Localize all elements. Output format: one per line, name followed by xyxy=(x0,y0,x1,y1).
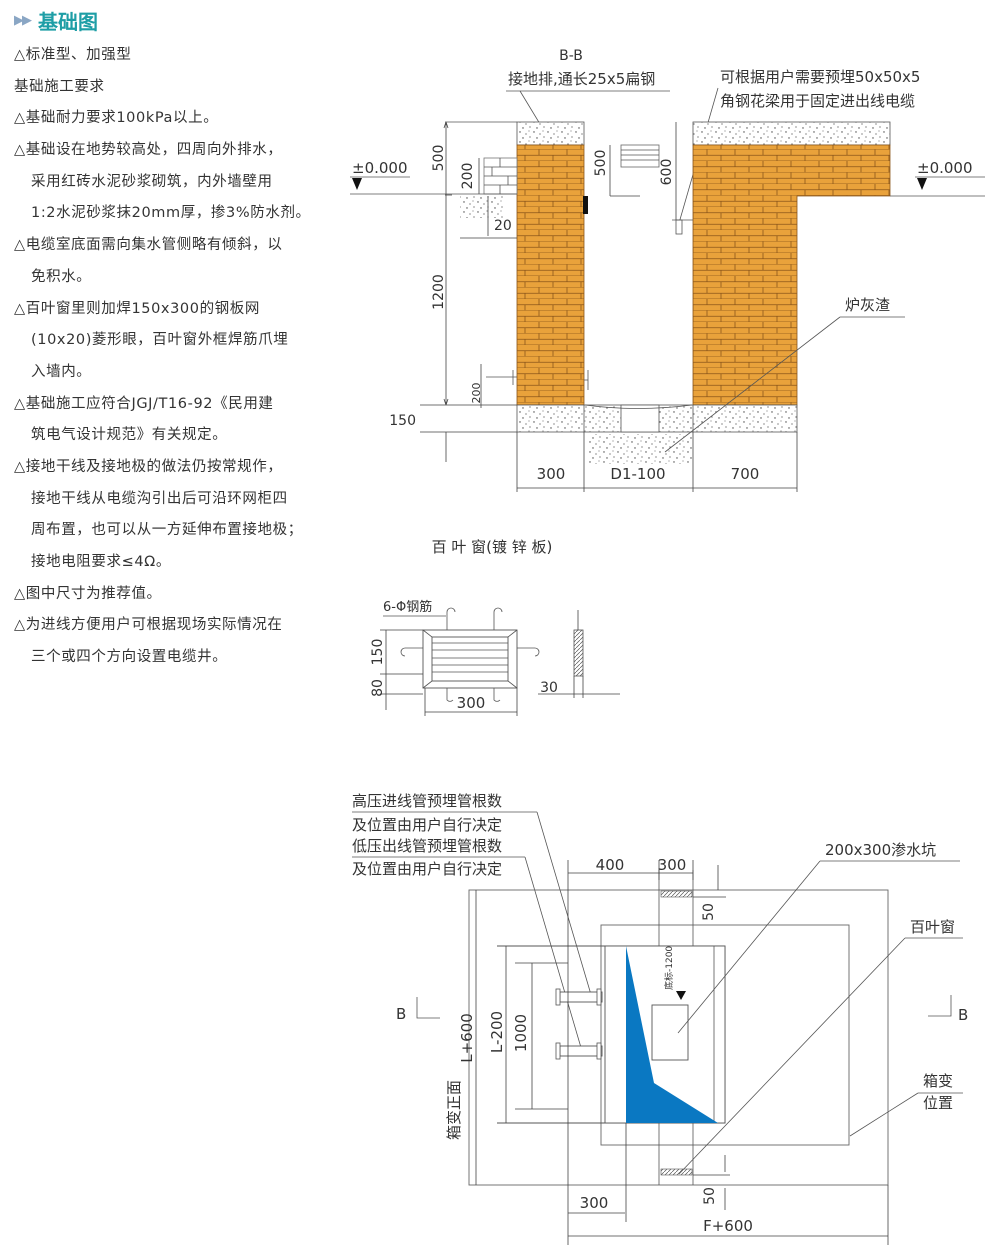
dim-l-plus-600: L+600 xyxy=(458,1013,476,1063)
hv-pipe xyxy=(555,988,603,1006)
section-mark-right: B xyxy=(958,1006,968,1024)
note-line: 周布置，也可以从一方延伸布置接地极； xyxy=(31,522,303,539)
louver-top xyxy=(660,890,693,898)
dim-300-louver: 300 xyxy=(457,694,486,712)
level-marker-icon xyxy=(676,991,686,1000)
note-line: △基础耐力要求100kPa以上。 xyxy=(14,110,219,127)
plan-view: 高压进线管预埋管根数 及位置由用户自行决定 低压出线管预埋管根数 及位置由用户自… xyxy=(352,792,968,1245)
louver-elevation xyxy=(620,144,660,168)
note-line: 接地电阻要求≤4Ω。 xyxy=(31,554,171,570)
dim-600: 600 xyxy=(659,159,675,186)
angle-steel-label-line1: 可根据用户需要预埋50x50x5 xyxy=(720,68,920,86)
dim-150: 150 xyxy=(389,413,416,429)
dim-200-step: 200 xyxy=(460,163,476,190)
note-line: △为进线方便用户可根据现场实际情况在 xyxy=(14,617,283,634)
brick-wall-right xyxy=(692,144,891,406)
slag-label: 炉灰渣 xyxy=(845,296,890,314)
ground-bar xyxy=(583,196,588,214)
note-line: △图中尺寸为推荐值。 xyxy=(14,585,162,602)
lv-pipe xyxy=(555,1042,603,1060)
note-line: (10x20)菱形眼，百叶窗外框焊筋爪埋 xyxy=(31,332,289,349)
note-line: 免积水。 xyxy=(31,268,92,285)
louver-detail: 百 叶 窗(镀 锌 板) 6-Φ钢筋 150 80 300 30 xyxy=(370,538,620,716)
note-line: 三个或四个方向设置电缆井。 xyxy=(31,649,228,666)
seepage-pit xyxy=(651,1004,689,1061)
level-marker-icon xyxy=(352,178,362,190)
hv-pipe-label-2: 及位置由用户自行决定 xyxy=(352,816,502,834)
section-bb-drawing: B-B 接地排,通长25x5扁钢 可根据用户需要预埋50x50x5 角钢花梁用于… xyxy=(350,48,985,492)
dim-d1-100: D1-100 xyxy=(610,465,665,483)
level-left: ±0.000 xyxy=(352,159,408,177)
dim-f-plus-600: F+600 xyxy=(703,1217,753,1235)
requirements-notes: △标准型、加强型基础施工要求 △基础耐力要求100kPa以上。 △基础设在地势较高处… xyxy=(14,40,334,674)
level-right: ±0.000 xyxy=(917,159,973,177)
louver-bottom xyxy=(660,1168,693,1176)
gravel-top-right xyxy=(692,121,891,146)
note-line: △标准型、加强型 xyxy=(14,47,132,63)
note-line: △电缆室底面需向集水管侧略有倾斜，以 xyxy=(14,237,283,254)
cable-trench-slope xyxy=(626,946,718,1123)
position-label-1: 箱变 xyxy=(923,1072,953,1090)
step-bricks xyxy=(483,157,518,195)
angle-steel xyxy=(675,219,683,235)
note-line: 基础施工要求 xyxy=(14,78,105,95)
dim-300-bottom: 300 xyxy=(580,1194,609,1212)
section-header: ▶▶ 基础图 xyxy=(14,6,98,35)
dim-l-minus-200: L-200 xyxy=(488,1011,506,1053)
front-label: 箱变正面 xyxy=(445,1080,463,1140)
double-arrow-icon: ▶▶ xyxy=(14,13,32,28)
dim-300: 300 xyxy=(537,465,566,483)
foundation-outline xyxy=(468,889,889,1186)
slag-fill xyxy=(588,434,692,464)
angle-steel-label-line2: 角钢花梁用于固定进出线电缆 xyxy=(720,92,915,110)
note-line: 采用红砖水泥砂浆砌筑，内外墙壁用 xyxy=(31,173,273,190)
level-marker-icon xyxy=(917,178,927,190)
dim-50-bottom: 50 xyxy=(702,1187,718,1205)
lv-pipe-label-1: 低压出线管预埋管根数 xyxy=(352,837,502,855)
dim-30: 30 xyxy=(540,680,558,696)
note-line: 1:2水泥砂浆抹20mm厚，掺3%防水剂。 xyxy=(31,205,311,222)
lv-pipe-label-2: 及位置由用户自行决定 xyxy=(352,860,502,878)
position-label-2: 位置 xyxy=(923,1094,953,1112)
dim-1200: 1200 xyxy=(431,274,447,310)
page-title: 基础图 xyxy=(38,10,98,34)
dim-500-left: 500 xyxy=(431,145,447,172)
dim-20: 20 xyxy=(494,218,512,234)
section-mark-left: B xyxy=(396,1005,406,1023)
bottom-level-label: 底标-1200 xyxy=(663,946,675,990)
note-line: △基础施工应符合JGJ/T16-92《民用建 xyxy=(14,395,274,412)
dim-400: 400 xyxy=(596,856,625,874)
ground-bar-label: 接地排,通长25x5扁钢 xyxy=(508,70,655,88)
note-line: 筑电气设计规范》有关规定。 xyxy=(31,427,228,444)
note-line: 入墙内。 xyxy=(31,363,92,380)
brick-wall-left xyxy=(516,144,585,406)
gravel-top-left xyxy=(516,121,585,146)
note-line: 接地干线从电缆沟引出后可沿环网柜四 xyxy=(31,490,288,507)
gravel-outside xyxy=(460,196,505,218)
note-line: △百叶窗里则加焊150x300的钢板网 xyxy=(14,300,260,317)
dim-1000: 1000 xyxy=(512,1014,530,1052)
section-title: B-B xyxy=(559,48,583,64)
dim-80: 80 xyxy=(370,679,386,697)
dim-200-low: 200 xyxy=(470,383,483,404)
dim-500-inner: 500 xyxy=(593,150,609,177)
note-line: △接地干线及接地极的做法仍按常规作， xyxy=(14,458,283,475)
note-line: △基础设在地势较高处，四周向外排水， xyxy=(14,142,283,159)
dim-300-top: 300 xyxy=(658,856,687,874)
dim-150-louver: 150 xyxy=(370,639,386,666)
box-transformer-position xyxy=(600,924,850,1146)
louver-title: 百 叶 窗(镀 锌 板) xyxy=(432,538,553,556)
louver-label: 百叶窗 xyxy=(910,918,955,936)
seepage-pit-label: 200x300渗水坑 xyxy=(825,841,936,859)
rebar-label: 6-Φ钢筋 xyxy=(383,599,432,615)
dim-700: 700 xyxy=(731,465,760,483)
dim-50-top: 50 xyxy=(701,903,717,921)
hv-pipe-label-1: 高压进线管预埋管根数 xyxy=(352,792,502,810)
